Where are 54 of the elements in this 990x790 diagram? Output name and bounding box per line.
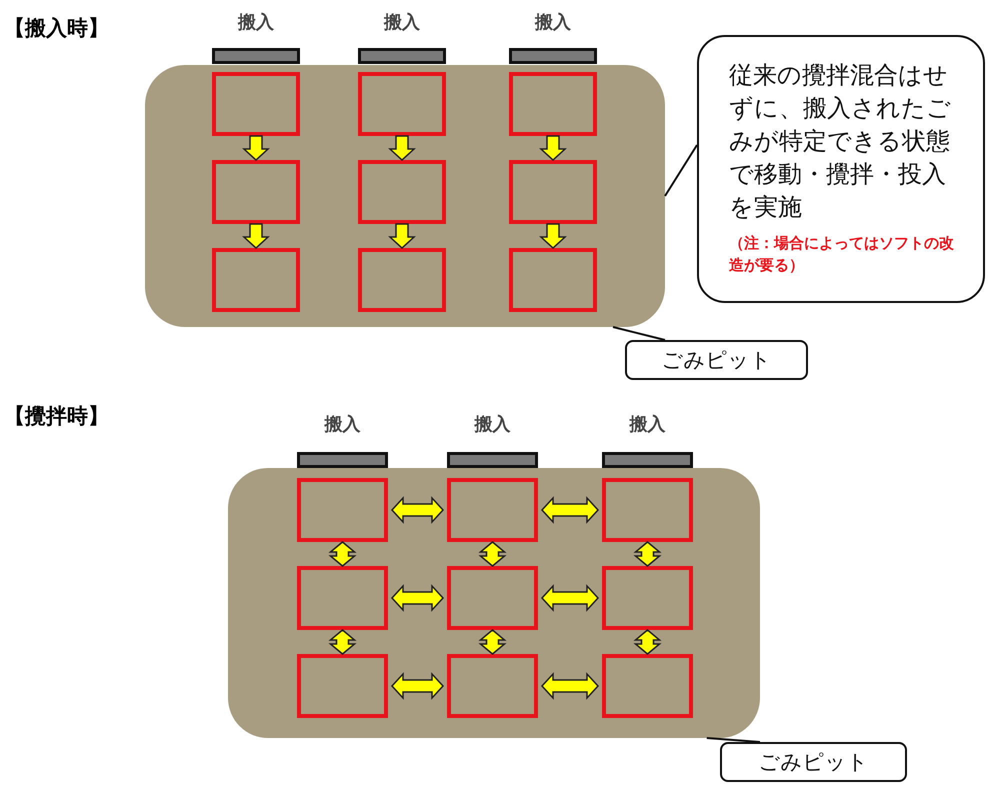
inlet-label: 搬入 <box>382 11 421 34</box>
leader-line <box>664 144 698 197</box>
pit-section <box>447 654 538 718</box>
block-arrow <box>390 672 444 700</box>
pit-section <box>358 248 446 312</box>
pit-section <box>297 478 388 542</box>
callout-text: 従来の攪拌混合はせずに、搬入されたごみが特定できる状態で移動・攪拌・投入を実施 <box>729 60 952 223</box>
inlet-label: 搬入 <box>534 11 572 34</box>
inlet-label: 搬入 <box>236 11 275 34</box>
pit-section <box>602 654 693 718</box>
note-text: （注：場合によってはソフトの改造が要る） <box>729 233 955 276</box>
inlet-label: 搬入 <box>473 413 512 436</box>
pit-section <box>509 72 597 136</box>
pit-section <box>602 478 693 542</box>
block-arrow <box>390 496 444 524</box>
block-arrow <box>540 672 600 700</box>
pit-area <box>228 468 760 738</box>
leader-line <box>612 326 666 341</box>
pit-section <box>212 248 300 312</box>
callout-label: ごみピット <box>720 742 907 782</box>
pit-section <box>447 478 538 542</box>
pit-section <box>509 248 597 312</box>
section-heading: 【攪拌時】 <box>4 403 109 430</box>
pit-section <box>602 566 693 630</box>
block-arrow <box>539 135 567 162</box>
block-arrow <box>478 629 507 655</box>
inlet-label: 搬入 <box>323 413 362 436</box>
pit-section <box>358 160 446 224</box>
pit-section <box>447 566 538 630</box>
block-arrow <box>633 541 662 567</box>
pit-section <box>297 654 388 718</box>
block-arrow <box>328 541 357 567</box>
pit-section <box>212 160 300 224</box>
pit-section <box>358 72 446 136</box>
block-arrow <box>388 135 416 162</box>
block-arrow <box>539 223 567 250</box>
pit-section <box>509 160 597 224</box>
pit-section <box>212 72 300 136</box>
block-arrow <box>390 584 444 612</box>
speech-bubble <box>697 35 985 303</box>
block-arrow <box>540 496 600 524</box>
block-arrow <box>478 541 507 567</box>
section-heading: 【搬入時】 <box>4 15 109 42</box>
block-arrow <box>242 223 270 250</box>
block-arrow <box>540 584 600 612</box>
pit-area <box>145 65 665 327</box>
inlet-label: 搬入 <box>628 413 666 436</box>
pit-section <box>297 566 388 630</box>
block-arrow <box>328 629 357 655</box>
leader-line <box>706 737 760 743</box>
block-arrow <box>388 223 416 250</box>
block-arrow <box>242 135 270 162</box>
block-arrow <box>633 629 662 655</box>
callout-label: ごみピット <box>625 340 808 380</box>
